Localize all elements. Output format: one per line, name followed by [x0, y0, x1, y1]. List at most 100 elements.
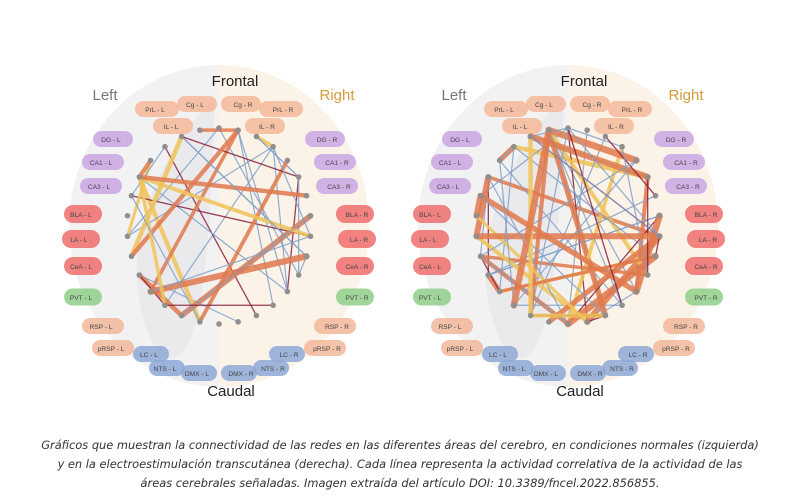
- region-prsp-r: pRSP - R: [304, 340, 346, 356]
- region-node: [162, 143, 168, 150]
- connection-edge: [129, 134, 184, 259]
- connection-edge: [567, 127, 661, 237]
- connection-edge: [546, 128, 650, 278]
- region-prsp-l: pRSP - L: [92, 340, 134, 356]
- region-prl-r: PrL - R: [608, 101, 652, 117]
- region-node: [584, 319, 590, 325]
- connection-edge: [567, 127, 623, 306]
- svg-text:BLA - R: BLA - R: [695, 212, 718, 219]
- region-nts-r: NTS - R: [602, 360, 638, 376]
- region-node: [527, 133, 534, 140]
- region-node: [565, 125, 571, 131]
- svg-text:LC - L: LC - L: [140, 352, 158, 359]
- connection-edge: [567, 127, 623, 148]
- region-cg-l: Cg - L: [177, 96, 217, 112]
- region-node: [473, 212, 480, 219]
- svg-text:LA - R: LA - R: [699, 237, 718, 244]
- region-node: [178, 133, 185, 140]
- connection-edge: [130, 195, 201, 323]
- region-nts-l: NTS - L: [149, 360, 185, 376]
- region-node: [619, 143, 625, 150]
- region-node: [511, 302, 517, 309]
- region-prl-r: PrL - R: [259, 101, 303, 117]
- svg-text:IL - R: IL - R: [608, 124, 624, 131]
- connection-edge: [137, 175, 313, 239]
- region-bla-l: BLA - L: [413, 205, 451, 223]
- svg-text:NTS - R: NTS - R: [610, 366, 634, 373]
- region-node: [644, 174, 651, 180]
- region-bla-r: BLA - R: [685, 205, 723, 223]
- connection-edge: [130, 195, 312, 237]
- region-bla-l: BLA - L: [64, 205, 102, 223]
- region-node: [128, 192, 135, 199]
- svg-text:pRSP - R: pRSP - R: [313, 346, 341, 353]
- connection-edge: [137, 272, 184, 318]
- svg-text:CA1 - L: CA1 - L: [439, 160, 462, 167]
- region-la-l: LA - L: [411, 230, 449, 248]
- region-il-l: IL - L: [502, 118, 542, 134]
- connection-edge: [499, 159, 515, 306]
- connection-edge: [180, 135, 300, 178]
- connection-edge: [148, 128, 240, 294]
- svg-text:LC - R: LC - R: [279, 352, 298, 359]
- region-node: [197, 319, 203, 325]
- region-pvt-l: PVT - L: [64, 288, 102, 306]
- region-node: [303, 253, 310, 260]
- region-node: [253, 133, 260, 140]
- svg-text:DG - R: DG - R: [317, 137, 338, 144]
- connection-edge: [197, 158, 290, 324]
- svg-text:CeA - R: CeA - R: [345, 264, 368, 271]
- region-node: [656, 212, 663, 219]
- region-node: [477, 192, 484, 199]
- connection-edge: [529, 135, 661, 237]
- svg-text:CA3 - L: CA3 - L: [88, 184, 111, 191]
- svg-text:RSP - L: RSP - L: [439, 324, 462, 331]
- figure-caption: Gráficos que muestran la connectividad d…: [41, 438, 759, 490]
- connection-edge: [499, 146, 515, 162]
- region-node: [602, 133, 609, 140]
- svg-text:DG - L: DG - L: [450, 137, 470, 144]
- region-pvt-r: PVT - R: [336, 288, 374, 306]
- region-node: [136, 272, 143, 278]
- region-node: [485, 174, 492, 180]
- svg-text:NTS - L: NTS - L: [503, 366, 526, 373]
- svg-text:pRSP - L: pRSP - L: [98, 346, 125, 353]
- region-dmx-l: DMX - L: [530, 365, 566, 381]
- region-dmx-l: DMX - L: [181, 365, 217, 381]
- region-node: [303, 192, 310, 199]
- svg-text:RSP - L: RSP - L: [90, 324, 113, 331]
- connection-edge: [180, 135, 308, 257]
- svg-text:Cg - L: Cg - L: [186, 102, 204, 109]
- region-node: [253, 312, 260, 319]
- connection-edge: [126, 146, 274, 237]
- svg-text:CeA - L: CeA - L: [70, 264, 92, 271]
- region-node: [602, 312, 609, 319]
- region-node: [178, 312, 185, 319]
- region-node: [162, 302, 168, 309]
- connection-edge: [473, 173, 492, 240]
- region-cea-l: CeA - L: [64, 257, 102, 275]
- svg-text:Cg - L: Cg - L: [535, 102, 553, 109]
- svg-text:PVT - R: PVT - R: [345, 295, 369, 302]
- connection-edge: [510, 126, 553, 309]
- region-node: [235, 319, 241, 325]
- svg-text:PrL - R: PrL - R: [273, 107, 294, 114]
- svg-text:DG - R: DG - R: [666, 137, 687, 144]
- region-node: [147, 157, 154, 164]
- region-il-l: IL - L: [153, 118, 193, 134]
- region-la-l: LA - L: [62, 230, 100, 248]
- region-rsp-r: RSP - R: [314, 318, 356, 334]
- region-node: [270, 302, 276, 309]
- region-node: [216, 321, 222, 327]
- region-node: [307, 212, 314, 219]
- region-node: [473, 233, 480, 240]
- region-cg-r: Cg - R: [221, 96, 261, 112]
- region-ca3-r: CA3 - R: [316, 178, 358, 194]
- svg-text:IL - R: IL - R: [259, 124, 275, 131]
- region-ca3-l: CA3 - L: [429, 178, 471, 194]
- connection-edge: [499, 146, 515, 293]
- svg-text:Cg - R: Cg - R: [233, 102, 252, 109]
- svg-text:IL - L: IL - L: [164, 124, 179, 131]
- svg-text:NTS - L: NTS - L: [154, 366, 177, 373]
